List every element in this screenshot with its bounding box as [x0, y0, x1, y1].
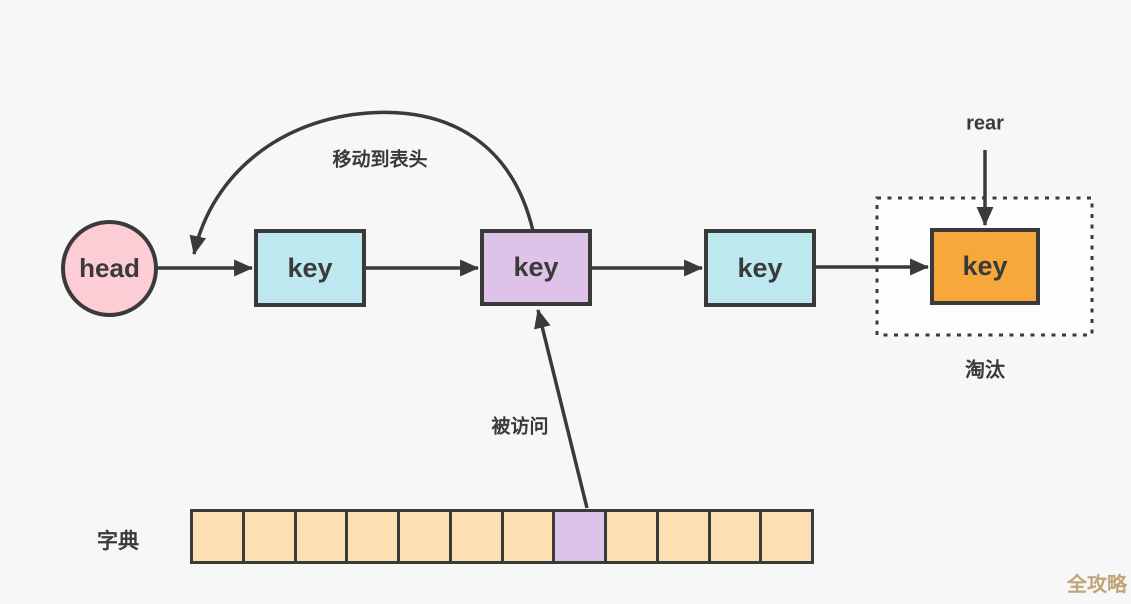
dict-cell-5: [400, 512, 452, 561]
dict-cell-8-accessed: [555, 512, 607, 561]
label-evicted: 淘汰: [965, 359, 1005, 382]
head-node: head: [61, 220, 158, 317]
key-node-label: key: [287, 252, 333, 283]
dict-cell-11: [710, 512, 763, 561]
watermark: 全攻略: [1067, 574, 1127, 596]
key-node-2-accessed: key: [480, 229, 592, 306]
head-node-label: head: [79, 253, 140, 283]
dict-cell-10: [658, 512, 711, 561]
dict-cell-2: [244, 512, 297, 561]
key-node-4-evicted: key: [930, 228, 1040, 305]
dict-cell-1: [193, 512, 245, 561]
label-dictionary: 字典: [97, 530, 139, 553]
key-node-3: key: [704, 229, 816, 307]
dict-cell-7: [503, 512, 556, 561]
dict-cell-12: [762, 512, 811, 561]
label-accessed: 被访问: [491, 416, 549, 438]
label-move-to-head: 移动到表头: [332, 149, 428, 171]
key-node-1: key: [254, 229, 366, 307]
dict-cell-9: [607, 512, 659, 561]
dict-cell-4: [348, 512, 400, 561]
key-node-label: key: [962, 251, 1008, 281]
key-node-label: key: [737, 252, 783, 283]
key-node-label: key: [513, 252, 559, 282]
dict-cell-3: [296, 512, 349, 561]
label-rear: rear: [966, 112, 1004, 135]
dict-cell-6: [451, 512, 504, 561]
dict-array: [190, 509, 814, 564]
